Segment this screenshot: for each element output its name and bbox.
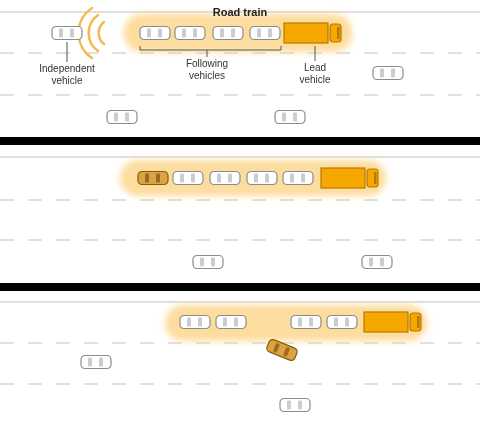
car <box>266 338 299 361</box>
car <box>216 316 246 329</box>
car <box>210 172 240 185</box>
car <box>280 399 310 412</box>
car <box>180 316 210 329</box>
car <box>283 172 313 185</box>
car <box>175 27 205 40</box>
car <box>327 316 357 329</box>
truck <box>364 312 421 332</box>
truck <box>321 168 378 188</box>
road-lines <box>0 12 480 384</box>
callout-label: Following vehicles <box>179 58 235 82</box>
car <box>193 256 223 269</box>
truck <box>284 23 341 43</box>
callout-label: Lead vehicle <box>293 62 337 86</box>
car <box>247 172 277 185</box>
vehicles <box>52 23 421 412</box>
car <box>107 111 137 124</box>
road-train-glow <box>120 14 427 341</box>
car <box>140 27 170 40</box>
car <box>362 256 392 269</box>
panel-separator <box>0 137 480 145</box>
car <box>291 316 321 329</box>
car <box>138 172 168 185</box>
car <box>81 356 111 369</box>
panel-separator <box>0 283 480 291</box>
car <box>173 172 203 185</box>
car <box>52 27 82 40</box>
car <box>373 67 403 80</box>
callout-label: Independent vehicle <box>35 63 99 87</box>
figure-label: Road train <box>195 6 285 18</box>
car <box>275 111 305 124</box>
car <box>250 27 280 40</box>
car <box>213 27 243 40</box>
